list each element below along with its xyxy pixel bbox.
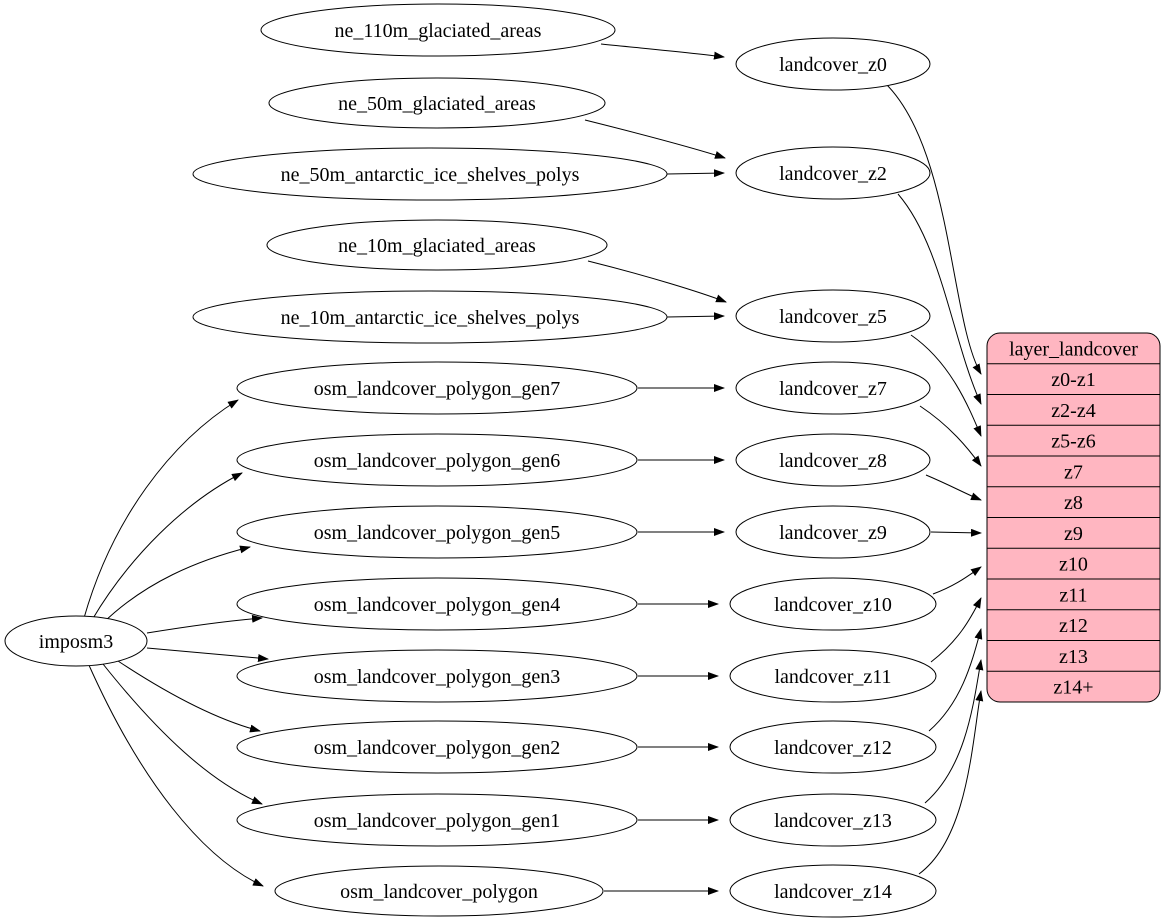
node-landcover_z5: landcover_z5 (735, 289, 931, 343)
node-label: osm_landcover_polygon_gen2 (314, 737, 561, 759)
node-landcover_z0: landcover_z0 (735, 37, 931, 91)
edge-ne_50m_antarctic_ice_shelves_polys-landcover_z2 (666, 169, 725, 178)
edge-ne_50m_glaciated_areas-landcover_z2 (584, 119, 726, 159)
node-label: imposm3 (39, 631, 113, 653)
edge-imposm3-osm_landcover_polygon (87, 662, 264, 887)
edge-landcover_z10-row-z10 (932, 566, 982, 595)
node-label: ne_10m_glaciated_areas (338, 235, 536, 257)
node-osm_landcover_polygon_gen7: osm_landcover_polygon_gen7 (236, 361, 638, 415)
node-ne_10m_antarctic_ice_shelves_polys: ne_10m_antarctic_ice_shelves_polys (192, 290, 668, 344)
table-row-z12: z12 (1059, 615, 1088, 637)
node-label: landcover_z7 (779, 378, 887, 400)
edge-landcover_z13-row-z13 (924, 659, 984, 804)
edge-landcover_z5-row-z5-z6 (910, 334, 982, 437)
node-osm_landcover_polygon_gen6: osm_landcover_polygon_gen6 (236, 433, 638, 487)
node-label: ne_10m_antarctic_ice_shelves_polys (281, 307, 580, 329)
edge-imposm3-osm_landcover_polygon_gen4 (146, 614, 263, 634)
table-row-z14plus: z14+ (1053, 677, 1093, 699)
node-label: osm_landcover_polygon_gen1 (314, 810, 561, 832)
node-landcover_z11: landcover_z11 (729, 649, 937, 703)
node-label: landcover_z10 (774, 594, 892, 616)
edge-landcover_z12-row-z12 (928, 628, 983, 732)
node-label: osm_landcover_polygon_gen6 (314, 450, 561, 472)
edge-ne_10m_glaciated_areas-landcover_z5 (587, 260, 727, 303)
node-osm_landcover_polygon_gen1: osm_landcover_polygon_gen1 (236, 793, 638, 847)
edge-imposm3-osm_landcover_polygon_gen1 (102, 663, 263, 805)
edge-imposm3-osm_landcover_polygon_gen7 (83, 399, 239, 619)
edges (83, 43, 984, 895)
table-row-z5-z6: z5-z6 (1051, 431, 1095, 453)
edge-imposm3-osm_landcover_polygon_gen6 (91, 472, 243, 621)
node-ne_50m_glaciated_areas: ne_50m_glaciated_areas (268, 77, 606, 129)
edge-imposm3-osm_landcover_polygon_gen5 (101, 545, 251, 625)
edge-landcover_z8-row-z8 (925, 474, 982, 501)
node-osm_landcover_polygon_gen5: osm_landcover_polygon_gen5 (236, 505, 638, 559)
node-label: osm_landcover_polygon_gen4 (314, 594, 561, 616)
edge-landcover_z7-row-z7 (919, 405, 982, 467)
node-label: osm_landcover_polygon_gen5 (314, 522, 561, 544)
node-imposm3: imposm3 (4, 615, 148, 667)
node-osm_landcover_polygon_gen4: osm_landcover_polygon_gen4 (236, 577, 638, 631)
node-label: ne_50m_antarctic_ice_shelves_polys (281, 164, 580, 186)
node-label: osm_landcover_polygon (340, 881, 538, 903)
edge-ne_110m_glaciated_areas-landcover_z0 (600, 43, 725, 60)
node-landcover_z10: landcover_z10 (729, 577, 937, 631)
node-label: landcover_z14 (774, 881, 892, 903)
node-ne_110m_glaciated_areas: ne_110m_glaciated_areas (260, 3, 616, 57)
edge-landcover_z2-row-z2-z4 (897, 193, 982, 405)
node-label: landcover_z0 (779, 54, 887, 76)
node-label: landcover_z13 (774, 810, 892, 832)
table-title: layer_landcover (1009, 338, 1138, 360)
edge-landcover_z9-row-z9 (930, 528, 982, 537)
edge-landcover_z11-row-z11 (930, 597, 982, 663)
edge-imposm3-osm_landcover_polygon_gen3 (146, 647, 269, 662)
node-label: ne_110m_glaciated_areas (335, 20, 542, 42)
edge-landcover_z14-row-z14plus (918, 690, 984, 875)
node-label: osm_landcover_polygon_gen3 (314, 666, 561, 688)
table-row-z10: z10 (1059, 554, 1088, 576)
node-landcover_z9: landcover_z9 (735, 505, 931, 559)
node-label: ne_50m_glaciated_areas (338, 93, 536, 115)
node-osm_landcover_polygon: osm_landcover_polygon (274, 865, 604, 917)
node-landcover_z13: landcover_z13 (729, 793, 937, 847)
node-landcover_z2: landcover_z2 (735, 146, 931, 200)
node-ne_50m_antarctic_ice_shelves_polys: ne_50m_antarctic_ice_shelves_polys (192, 147, 668, 201)
node-label: landcover_z5 (779, 306, 887, 328)
edge-ne_10m_antarctic_ice_shelves_polys-landcover_z5 (666, 312, 725, 321)
node-label: landcover_z12 (774, 737, 892, 759)
edge-imposm3-osm_landcover_polygon_gen2 (117, 660, 261, 733)
node-label: osm_landcover_polygon_gen7 (314, 378, 561, 400)
node-label: landcover_z2 (779, 163, 887, 185)
node-landcover_z7: landcover_z7 (735, 361, 931, 415)
edge-landcover_z0-row-z0-z1 (885, 83, 982, 375)
table-row-z7: z7 (1064, 461, 1083, 483)
node-landcover_z8: landcover_z8 (735, 433, 931, 487)
node-ne_10m_glaciated_areas: ne_10m_glaciated_areas (266, 219, 608, 271)
node-label: landcover_z9 (779, 522, 887, 544)
node-landcover_z12: landcover_z12 (729, 720, 937, 774)
table-row-z9: z9 (1064, 523, 1083, 545)
table-row-z8: z8 (1064, 492, 1083, 514)
table-layer_landcover: layer_landcover z0-z1 z2-z4 z5-z6 z7 z8 … (986, 332, 1161, 703)
table-row-z13: z13 (1059, 646, 1088, 668)
node-osm_landcover_polygon_gen2: osm_landcover_polygon_gen2 (236, 720, 638, 774)
node-label: landcover_z11 (775, 666, 892, 688)
node-osm_landcover_polygon_gen3: osm_landcover_polygon_gen3 (236, 649, 638, 703)
table-row-z2-z4: z2-z4 (1051, 400, 1095, 422)
table-row-z0-z1: z0-z1 (1051, 369, 1095, 391)
table-row-z11: z11 (1059, 584, 1087, 606)
node-landcover_z14: landcover_z14 (729, 864, 937, 918)
node-label: landcover_z8 (779, 450, 887, 472)
